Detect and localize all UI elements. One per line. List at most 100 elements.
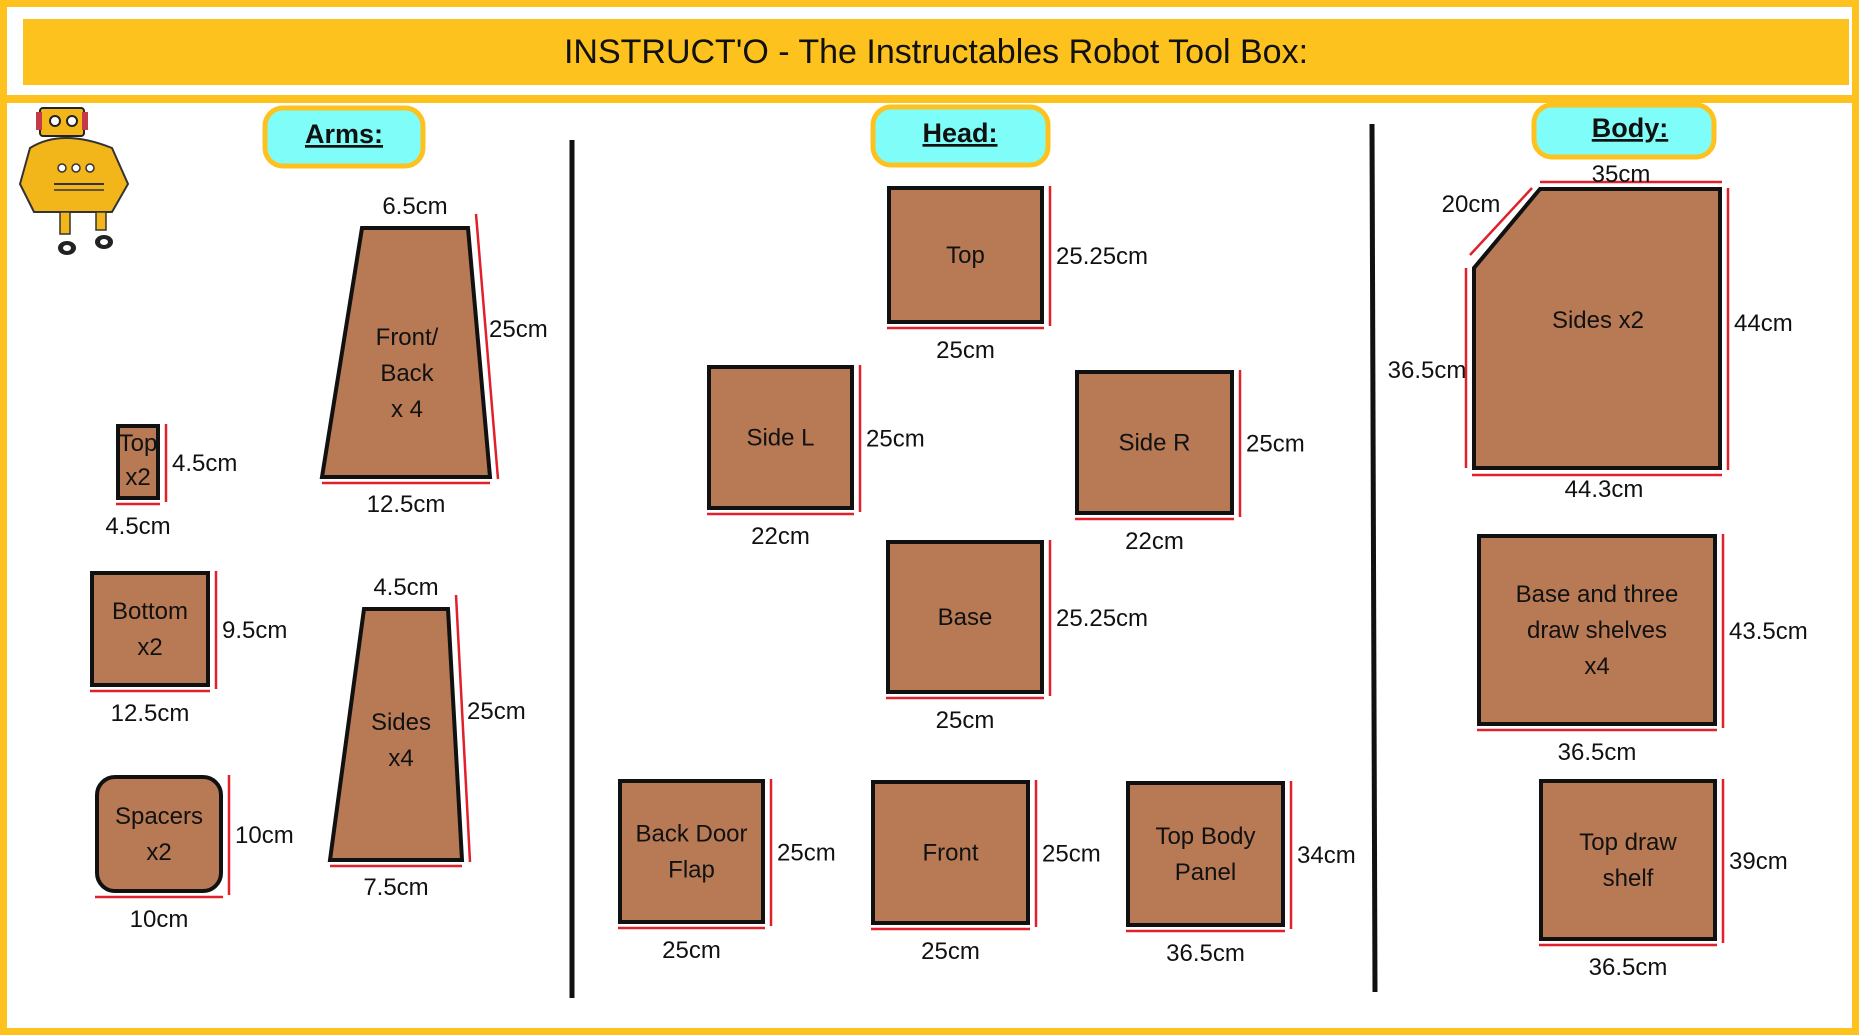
- piece-label: draw shelves: [1527, 617, 1667, 644]
- piece-label: Top: [119, 430, 158, 457]
- piece-label: x2: [146, 839, 171, 866]
- piece-label: Top draw: [1579, 829, 1677, 856]
- width-measure: 36.5cm: [1589, 954, 1668, 981]
- bottom-measure: 7.5cm: [363, 874, 428, 901]
- height-measure: 25.25cm: [1056, 243, 1148, 270]
- svg-text:Body:: Body:: [1592, 113, 1669, 143]
- height-measure: 34cm: [1297, 842, 1356, 869]
- piece-label: Sides: [371, 709, 431, 736]
- piece-label: Top Body: [1155, 823, 1255, 850]
- bottom-measure: 12.5cm: [367, 491, 446, 518]
- side-measure-line: [474, 213, 500, 480]
- piece-label: x2: [125, 464, 150, 491]
- svg-text:Head:: Head:: [922, 118, 997, 148]
- left-measure: 36.5cm: [1388, 357, 1467, 384]
- height-measure: 25cm: [1246, 431, 1305, 458]
- top-measure: 35cm: [1592, 161, 1651, 188]
- height-measure: 4.5cm: [172, 450, 237, 477]
- piece-shape: [319, 226, 493, 479]
- piece-label: x 4: [391, 396, 423, 423]
- width-measure: 25cm: [936, 337, 995, 364]
- height-measure: 39cm: [1729, 848, 1788, 875]
- right-measure: 44cm: [1734, 310, 1793, 337]
- piece-shape: [1477, 534, 1717, 726]
- side-measure-line: [454, 594, 472, 863]
- piece-shape: [327, 607, 465, 862]
- piece-shape: [116, 424, 160, 500]
- section-head-label: Head:: [870, 104, 1051, 168]
- section-divider: [1369, 123, 1378, 993]
- width-measure: 25cm: [662, 937, 721, 964]
- piece-arms-bottom: Bottom x2 12.5cm 9.5cm: [90, 571, 287, 727]
- piece-label: Sides x2: [1552, 307, 1644, 334]
- piece-label: Front: [922, 840, 978, 867]
- height-measure: 25cm: [777, 840, 836, 867]
- piece-head-front: Front 25cm 25cm: [871, 780, 1101, 965]
- height-measure: 25cm: [866, 426, 925, 453]
- side-measure: 25cm: [467, 698, 526, 725]
- piece-label: Back: [380, 360, 434, 387]
- height-measure: 25.25cm: [1056, 605, 1148, 632]
- width-measure: 36.5cm: [1166, 940, 1245, 967]
- piece-shape: [95, 775, 223, 893]
- piece-arms-top: Top x2 4.5cm 4.5cm: [105, 424, 237, 540]
- height-measure: 25cm: [1042, 841, 1101, 868]
- piece-shape: [1126, 781, 1285, 927]
- piece-label: Top: [946, 242, 985, 269]
- piece-shape: [886, 540, 1044, 694]
- piece-shape: [618, 779, 765, 924]
- height-measure: 43.5cm: [1729, 618, 1808, 645]
- piece-label: Spacers: [115, 803, 203, 830]
- piece-shape: [871, 780, 1030, 925]
- piece-label: x4: [1584, 653, 1609, 680]
- piece-shape: [1472, 187, 1722, 470]
- title-divider: [7, 95, 1859, 103]
- piece-label: Bottom: [112, 598, 188, 625]
- piece-label: Base and three: [1516, 581, 1679, 608]
- section-arms-label: Arms:: [262, 105, 426, 169]
- piece-body-top-draw: Top draw shelf 36.5cm 39cm: [1539, 779, 1788, 981]
- piece-label: Flap: [668, 857, 715, 884]
- page-title: INSTRUCT'O - The Instructables Robot Too…: [563, 33, 1309, 71]
- side-measure: 25cm: [489, 316, 548, 343]
- width-measure: 22cm: [1125, 528, 1184, 555]
- height-measure: 9.5cm: [222, 617, 287, 644]
- piece-label: shelf: [1603, 865, 1654, 892]
- top-measure: 6.5cm: [382, 193, 447, 220]
- piece-label: Side R: [1118, 430, 1190, 457]
- height-measure: 10cm: [235, 822, 294, 849]
- piece-arms-sides: Sides x4 4.5cm 7.5cm 25cm: [327, 574, 526, 901]
- diag-measure-line: [1469, 187, 1533, 256]
- width-measure: 25cm: [921, 938, 980, 965]
- piece-label: x2: [137, 634, 162, 661]
- title-bar: INSTRUCT'O - The Instructables Robot Too…: [23, 19, 1849, 85]
- piece-shape: [887, 186, 1044, 324]
- svg-text:Arms:: Arms:: [305, 119, 383, 149]
- width-measure: 25cm: [936, 707, 995, 734]
- width-measure: 4.5cm: [105, 513, 170, 540]
- piece-shape: [1075, 370, 1234, 515]
- piece-label: x4: [388, 745, 413, 772]
- top-measure: 4.5cm: [373, 574, 438, 601]
- piece-head-top: Top 25cm 25.25cm: [887, 186, 1148, 364]
- piece-label: Panel: [1175, 859, 1236, 886]
- piece-shape: [90, 571, 210, 687]
- piece-label: Back Door: [635, 821, 747, 848]
- piece-head-side-r: Side R 22cm 25cm: [1075, 370, 1305, 555]
- width-measure: 22cm: [751, 523, 810, 550]
- robot-mascot-icon: [18, 107, 130, 255]
- section-body-label: Body:: [1531, 102, 1717, 160]
- piece-shape: [1539, 779, 1717, 941]
- piece-shape: [707, 365, 854, 510]
- width-measure: 12.5cm: [111, 700, 190, 727]
- width-measure: 10cm: [130, 906, 189, 933]
- piece-arms-spacers: Spacers x2 10cm 10cm: [95, 775, 294, 933]
